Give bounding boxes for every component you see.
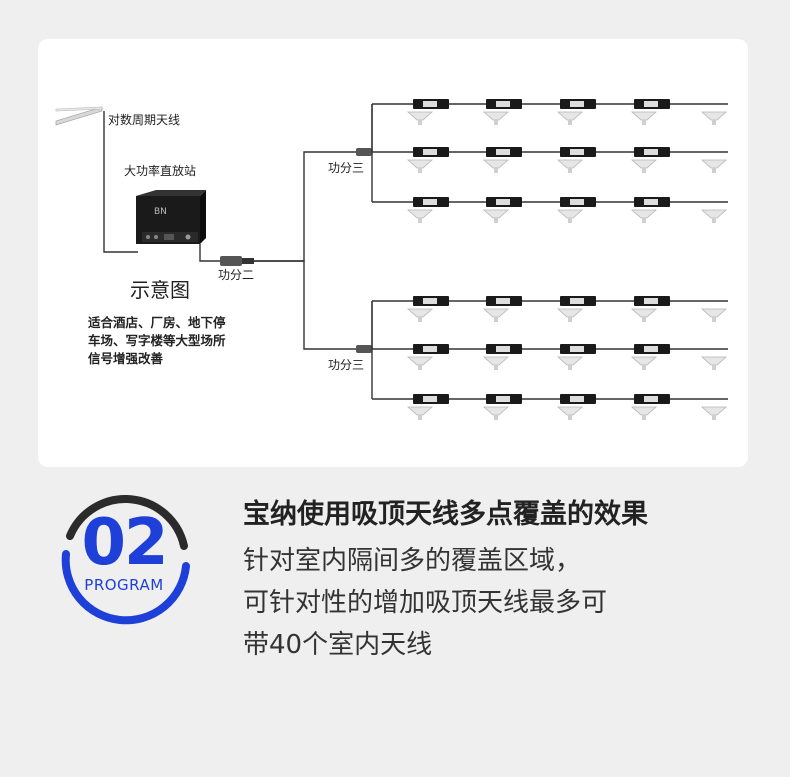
ceiling-antenna-icon (630, 356, 658, 370)
ceiling-antenna-icon (556, 308, 584, 322)
ceiling-antenna-icon (406, 209, 434, 223)
ceiling-antenna-icon (406, 111, 434, 125)
antenna-label: 对数周期天线 (108, 112, 180, 127)
badge-ring-icon (61, 494, 190, 625)
ceiling-antenna-icon (482, 356, 510, 370)
coupler-icon (560, 344, 596, 354)
ceiling-antenna-icon (556, 111, 584, 125)
caption-line-1: 适合酒店、厂房、地下停 (88, 315, 226, 330)
caption-line-3: 信号增强改善 (88, 351, 164, 366)
system-diagram: 对数周期天线 大功率直放站 BN 功分二 功分三 功分三 示意图 (55, 99, 728, 420)
repeater-label: 大功率直放站 (124, 163, 196, 178)
description-line-2: 可针对性的增加吸顶天线最多可 (243, 588, 608, 618)
coupler-icon (413, 344, 449, 354)
ceiling-antenna-icon (556, 159, 584, 173)
splitter-3-icon (356, 148, 372, 156)
ceiling-antenna-icon (482, 111, 510, 125)
coupler-icon (486, 394, 522, 404)
description-line-1: 针对室内隔间多的覆盖区域， (243, 546, 582, 576)
splitter-2-label: 功分二 (218, 268, 254, 282)
coupler-icon (486, 99, 522, 109)
ceiling-antenna-icon (630, 406, 658, 420)
coupler-icon (413, 99, 449, 109)
coupler-icon (634, 394, 670, 404)
coupler-icon (560, 197, 596, 207)
coupler-icon (413, 147, 449, 157)
svg-text:BN: BN (154, 207, 167, 217)
ceiling-antenna-icon (700, 356, 728, 370)
description: 针对室内隔间多的覆盖区域， 可针对性的增加吸顶天线最多可 带40个室内天线 (243, 540, 607, 666)
ceiling-antenna-icon (406, 356, 434, 370)
program-badge: 02 PROGRAM (52, 488, 196, 632)
splitter-3-bottom-label: 功分三 (328, 358, 364, 372)
coupler-icon (634, 147, 670, 157)
ceiling-antenna-icon (700, 111, 728, 125)
coupler-icon (486, 147, 522, 157)
description-line-3: 带40个室内天线 (243, 630, 433, 660)
ceiling-antenna-icon (406, 308, 434, 322)
caption-title: 示意图 (130, 278, 190, 302)
coupler-icon (634, 296, 670, 306)
coupler-icon (413, 197, 449, 207)
coupler-icon (486, 344, 522, 354)
badge-subtitle: PROGRAM (84, 576, 164, 594)
ceiling-antenna-icon (556, 356, 584, 370)
splitter-2-icon (220, 256, 254, 266)
ceiling-antenna-icon (630, 209, 658, 223)
coupler-icon (634, 197, 670, 207)
coupler-icon (560, 99, 596, 109)
repeater-device-icon: BN (136, 190, 206, 244)
caption-line-2: 车场、写字楼等大型场所 (88, 333, 226, 348)
coupler-icon (486, 197, 522, 207)
coupler-icon (560, 394, 596, 404)
coupler-icon (634, 99, 670, 109)
ceiling-antenna-icon (482, 308, 510, 322)
ceiling-antenna-icon (700, 159, 728, 173)
badge-number: 02 (81, 506, 168, 580)
ceiling-antenna-icon (700, 209, 728, 223)
splitter-3-icon (356, 345, 372, 353)
ceiling-antenna-icon (482, 406, 510, 420)
ceiling-antenna-icon (630, 159, 658, 173)
coupler-icon (413, 394, 449, 404)
ceiling-antenna-icon (556, 406, 584, 420)
ceiling-antenna-icon (630, 308, 658, 322)
coupler-icon (634, 344, 670, 354)
ceiling-antenna-icon (700, 406, 728, 420)
ceiling-antenna-icon (700, 308, 728, 322)
ceiling-antenna-icon (406, 159, 434, 173)
coupler-icon (560, 296, 596, 306)
ceiling-antenna-icon (406, 406, 434, 420)
section-heading: 宝纳使用吸顶天线多点覆盖的效果 (243, 499, 648, 530)
diagram-card: 对数周期天线 大功率直放站 BN 功分二 功分三 功分三 示意图 (38, 39, 748, 467)
ceiling-antenna-icon (482, 159, 510, 173)
coupler-icon (560, 147, 596, 157)
ceiling-antenna-icon (482, 209, 510, 223)
coupler-icon (413, 296, 449, 306)
coupler-icon (486, 296, 522, 306)
log-periodic-antenna-icon (55, 106, 103, 126)
splitter-3-top-label: 功分三 (328, 161, 364, 175)
ceiling-antenna-icon (556, 209, 584, 223)
ceiling-antenna-icon (630, 111, 658, 125)
